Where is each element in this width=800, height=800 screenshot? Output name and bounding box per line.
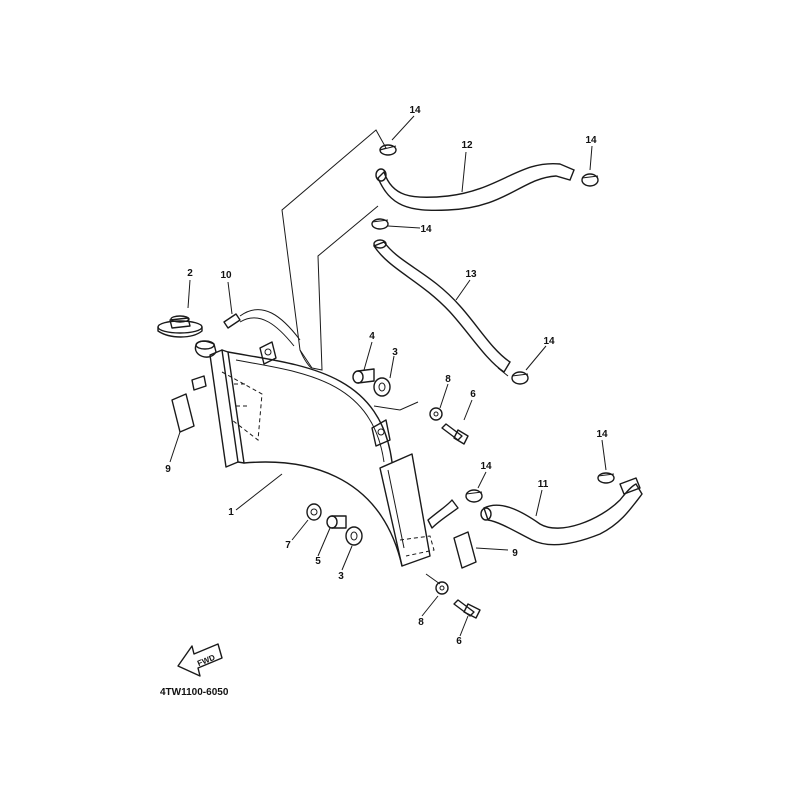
callout-10: 10 (220, 270, 232, 281)
grommet-3-upper (373, 377, 391, 397)
callout-14b: 14 (585, 135, 597, 146)
hose-13 (372, 239, 511, 377)
clamp-14e (465, 489, 483, 503)
clamp-14d (511, 371, 529, 385)
callout-9-right: 9 (512, 548, 518, 559)
hose-12 (375, 162, 575, 212)
bolt-6-upper (441, 423, 469, 445)
callout-14d: 14 (543, 336, 555, 347)
hose-11 (480, 477, 643, 546)
callout-7: 7 (285, 540, 291, 551)
callout-2: 2 (187, 268, 193, 279)
clamp-14c (371, 218, 389, 230)
diagram-code: 4TW1100-6050 (160, 687, 229, 698)
callout-14f: 14 (596, 429, 608, 440)
clamp-14a (379, 144, 397, 156)
callout-4: 4 (369, 331, 375, 342)
callout-3-upper: 3 (392, 347, 398, 358)
washer-8-upper (429, 407, 443, 421)
label-9-left (171, 393, 195, 433)
callout-3-lower: 3 (338, 571, 344, 582)
clamp-14f (597, 472, 615, 484)
callout-1: 1 (228, 507, 234, 518)
hose-10 (223, 309, 301, 347)
fwd-label: FWD (196, 653, 216, 668)
clamp-14b (581, 173, 599, 187)
callout-8-upper: 8 (445, 374, 451, 385)
callout-6-lower: 6 (456, 636, 462, 647)
callout-13: 13 (465, 269, 477, 280)
radiator (191, 340, 459, 567)
collar-5 (326, 515, 347, 529)
bolt-6-lower (453, 599, 481, 619)
callout-14e: 14 (480, 461, 492, 472)
grommet-3-lower (345, 526, 363, 546)
leader-lines (169, 115, 607, 637)
nut-7 (306, 503, 322, 521)
collar-4 (352, 368, 375, 384)
callout-8-lower: 8 (418, 617, 424, 628)
washer-8-lower (435, 581, 449, 595)
callout-14c: 14 (420, 224, 432, 235)
callout-12: 12 (461, 140, 473, 151)
radiator-cap (157, 315, 203, 338)
callout-5: 5 (315, 556, 321, 567)
callout-14a: 14 (409, 105, 421, 116)
callouts: 1 2 3 3 4 5 6 6 7 8 8 9 9 10 11 12 13 14… (165, 105, 608, 647)
callout-9-left: 9 (165, 464, 171, 475)
callout-6-upper: 6 (470, 389, 476, 400)
label-9-right (453, 531, 477, 569)
callout-11: 11 (538, 479, 549, 490)
fwd-arrow-icon: FWD (177, 643, 223, 677)
